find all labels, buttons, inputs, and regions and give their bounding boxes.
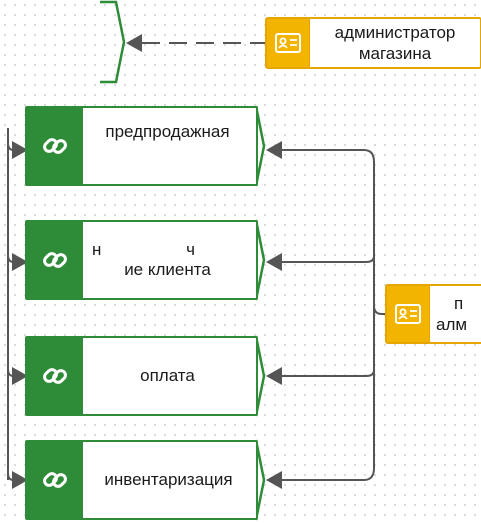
process-payment-label: оплата xyxy=(140,366,195,385)
partial-process-shape xyxy=(100,0,126,84)
right-branch-presale xyxy=(266,141,375,163)
process-client-line2: ие клиента xyxy=(124,260,211,279)
process-presale-label: предпродажная xyxy=(105,122,230,141)
process-inventory[interactable]: инвентаризация xyxy=(25,440,258,520)
process-payment-chevron xyxy=(254,335,266,417)
link-icon xyxy=(27,442,83,518)
process-client[interactable]: н ч ие клиента xyxy=(25,220,258,300)
right-branch-payment xyxy=(266,367,375,385)
left-branch-inventory xyxy=(7,471,28,489)
role-truncated-admin-line2: алм xyxy=(436,315,468,334)
process-presale-chevron xyxy=(254,105,266,187)
process-presale[interactable]: предпродажная xyxy=(25,106,258,186)
process-client-label: н ч ие клиента xyxy=(85,222,250,298)
role-truncated-admin[interactable]: п алм xyxy=(385,284,481,344)
process-payment[interactable]: оплата xyxy=(25,336,258,416)
id-badge-icon xyxy=(267,19,309,67)
right-branch-inventory xyxy=(266,467,375,489)
role-store-admin-label: администратор магазина xyxy=(309,19,480,67)
role-store-admin-line1: администратор xyxy=(334,23,456,42)
link-icon xyxy=(27,108,83,184)
link-icon xyxy=(27,338,83,414)
right-branch-client xyxy=(266,253,375,271)
role-store-admin[interactable]: администратор магазина xyxy=(265,17,481,69)
role-link-connector xyxy=(373,305,386,315)
role-store-admin-line2: магазина xyxy=(358,44,432,63)
left-branch-presale xyxy=(7,141,28,159)
id-badge-icon xyxy=(387,286,429,342)
role-truncated-admin-label: п алм xyxy=(429,286,481,342)
left-branch-client xyxy=(7,253,28,271)
process-inventory-label: инвентаризация xyxy=(104,470,233,489)
left-branch-payment xyxy=(7,367,28,385)
process-client-chevron xyxy=(254,219,266,301)
process-client-line1: н ч xyxy=(92,240,235,259)
link-icon xyxy=(27,222,83,298)
role-truncated-admin-line1: п xyxy=(454,294,464,313)
process-inventory-chevron xyxy=(254,439,266,521)
